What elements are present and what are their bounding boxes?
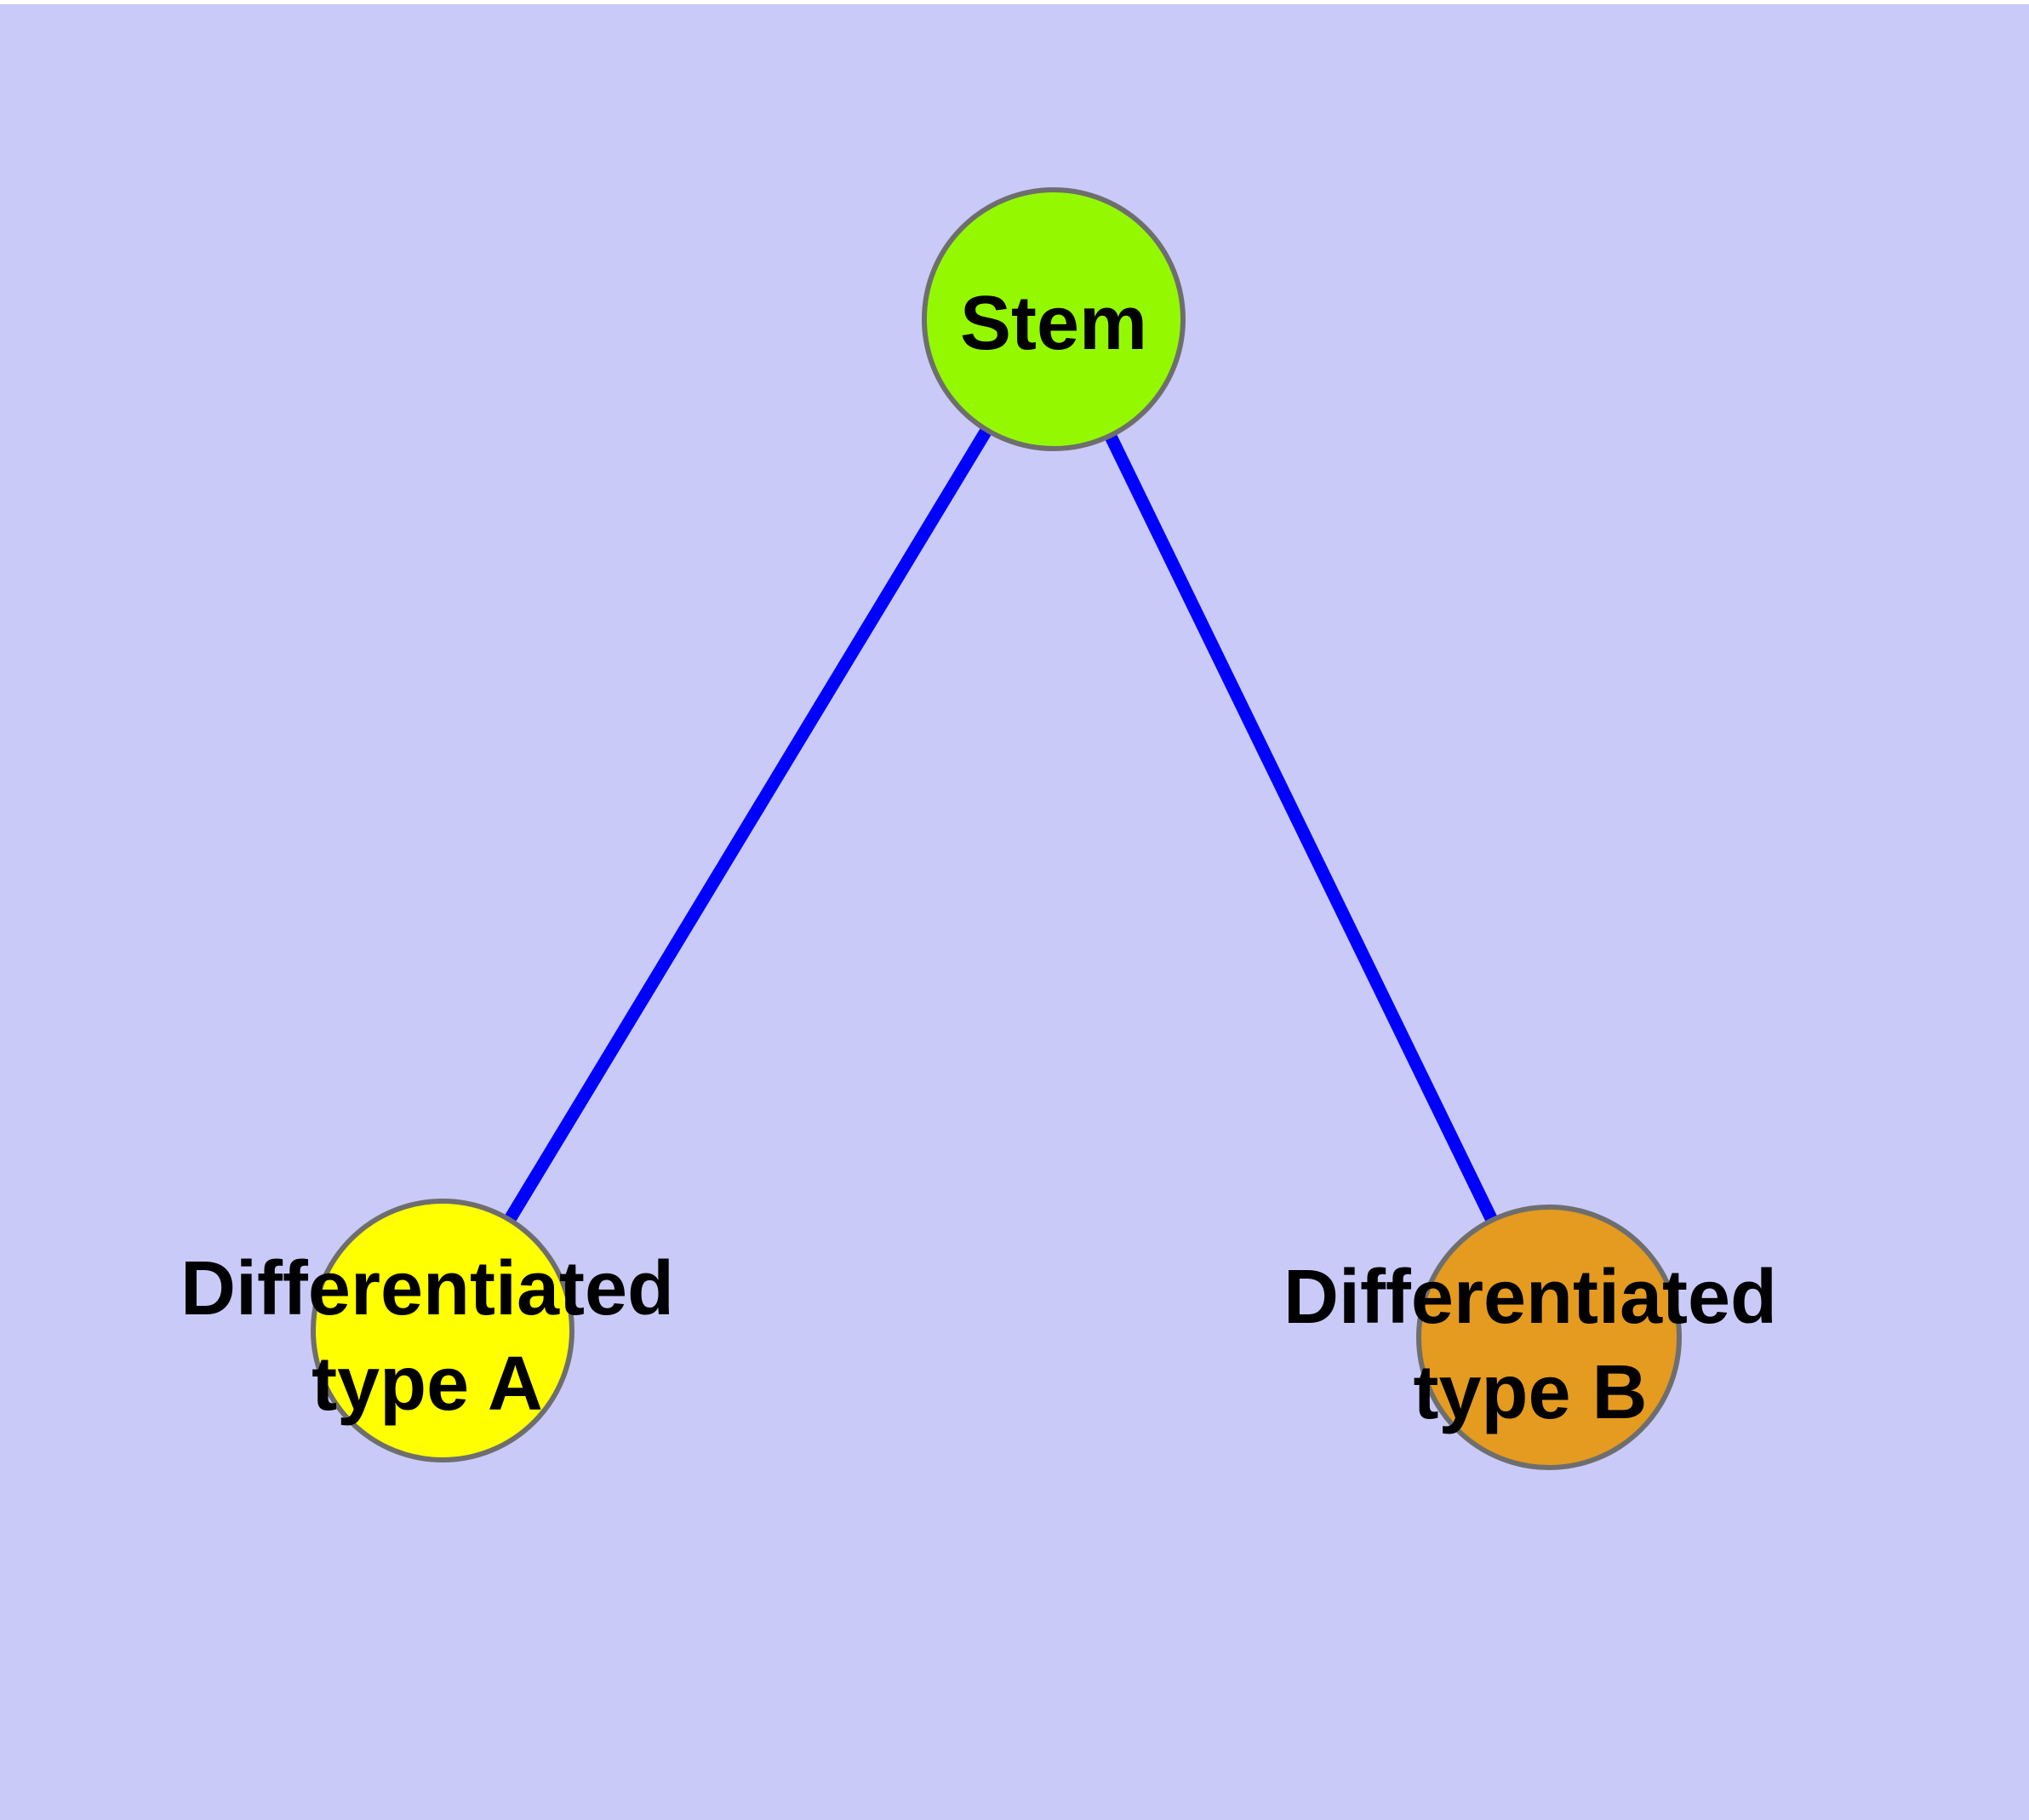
label-typeB-line: Differentiated bbox=[1283, 1255, 1777, 1340]
edge-stem-typeA bbox=[437, 316, 1060, 1334]
label-typeA-line: type A bbox=[311, 1342, 543, 1427]
label-typeA-line: Differentiated bbox=[180, 1246, 674, 1331]
label-typeB-line: type B bbox=[1413, 1350, 1647, 1435]
top-margin bbox=[0, 0, 2029, 4]
label-stem: Stem bbox=[960, 281, 1147, 366]
label-typeA: Differentiated type A bbox=[180, 1246, 674, 1427]
label-typeB: Differentiated type B bbox=[1283, 1255, 1777, 1435]
node-typeA bbox=[311, 1199, 574, 1462]
nodes-layer bbox=[311, 187, 1682, 1470]
node-stem bbox=[922, 187, 1186, 451]
edges-layer bbox=[437, 316, 1555, 1341]
edge-stem-typeB bbox=[1048, 316, 1555, 1341]
label-stem-line: Stem bbox=[960, 281, 1147, 366]
node-typeB bbox=[1416, 1205, 1682, 1470]
